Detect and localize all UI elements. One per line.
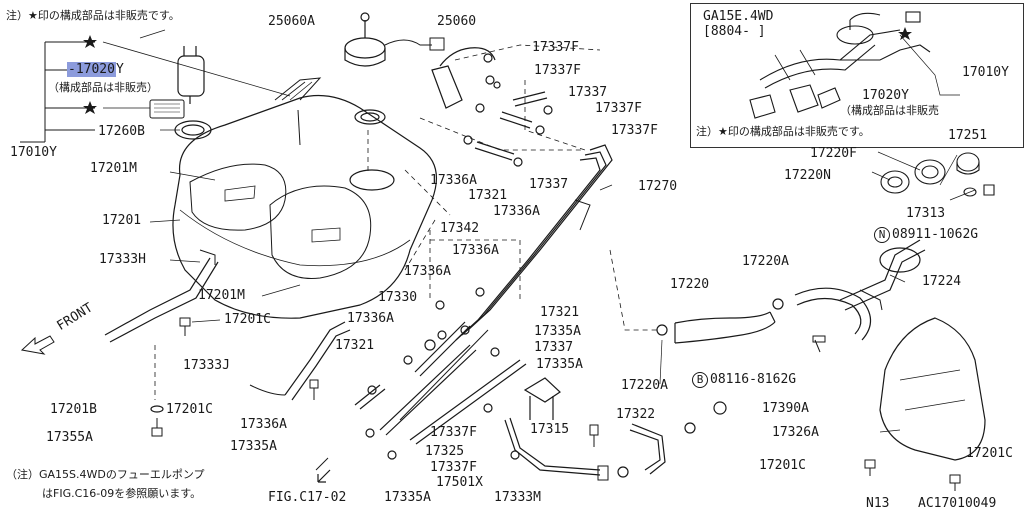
part-label-17337-3[interactable]: 17337: [534, 340, 574, 355]
image-code: AC17010049: [918, 496, 997, 510]
part-label-17336a-2[interactable]: 17336A: [493, 204, 540, 219]
note-ga15s-pump: （注）GA15S.4WDのフューエルポンプ: [6, 468, 205, 481]
part-label-17337f-4[interactable]: 17337F: [611, 123, 658, 138]
part-label-17201m-2[interactable]: 17201M: [198, 288, 245, 303]
part-label-17321-1[interactable]: 17321: [468, 188, 508, 203]
part-label-17224[interactable]: 17224: [922, 274, 962, 289]
part-label-17201c-2[interactable]: 17201C: [166, 402, 213, 417]
part-label-17336a-4[interactable]: 17336A: [404, 264, 451, 279]
part-label-17326a[interactable]: 17326A: [772, 425, 819, 440]
part-label-17337-1[interactable]: 17337: [568, 85, 608, 100]
part-label-17335a-4[interactable]: 17335A: [384, 490, 431, 505]
note-fig-reference: はFIG.C16-09を参照願います。: [42, 487, 202, 500]
part-label-17321-2[interactable]: 17321: [540, 305, 580, 320]
callout-n-icon: N: [874, 227, 890, 243]
part-label-17201m-1[interactable]: 17201M: [90, 161, 137, 176]
part-label-17337f-6[interactable]: 17337F: [430, 460, 477, 475]
part-label-25060[interactable]: 25060: [437, 14, 477, 29]
part-label-17333j[interactable]: 17333J: [183, 358, 230, 373]
part-label-17342[interactable]: 17342: [440, 221, 480, 236]
part-label-17325[interactable]: 17325: [425, 444, 465, 459]
part-label-17337f-5[interactable]: 17337F: [430, 425, 477, 440]
part-label-17330[interactable]: 17330: [378, 290, 418, 305]
part-label-17313[interactable]: 17313: [906, 206, 946, 221]
part-label-17321-3[interactable]: 17321: [335, 338, 375, 353]
inset-date-range: [8804- ]: [703, 24, 766, 39]
part-label-17333m[interactable]: 17333M: [494, 490, 541, 505]
part-label-17337f-2[interactable]: 17337F: [534, 63, 581, 78]
inset-star-note: 注）★印の構成部品は非販売です。: [696, 125, 870, 138]
page-code: N13: [866, 496, 890, 510]
note-subassy-not-sold: （構成部品は非販売）: [48, 81, 158, 94]
part-label-17201b[interactable]: 17201B: [50, 402, 97, 417]
inset-subassy-note: （構成部品は非販売: [840, 104, 939, 117]
part-label-17220f[interactable]: 17220F: [810, 146, 857, 161]
fig-c17-02-link[interactable]: FIG.C17-02: [268, 490, 347, 505]
part-label-17315[interactable]: 17315: [530, 422, 570, 437]
part-label-17336a-3[interactable]: 17336A: [452, 243, 499, 258]
part-label-17337-2[interactable]: 17337: [529, 177, 569, 192]
part-label-17336a-6[interactable]: 17336A: [240, 417, 287, 432]
inset-model-label: GA15E.4WD: [703, 9, 774, 24]
part-label-17220n[interactable]: 17220N: [784, 168, 831, 183]
part-label-17010y[interactable]: 17010Y: [10, 145, 57, 160]
part-label-17337f-1[interactable]: 17337F: [532, 40, 579, 55]
part-label-17335a-2[interactable]: 17335A: [536, 357, 583, 372]
callout-b-icon: B: [692, 372, 708, 388]
part-label-25060a[interactable]: 25060A: [268, 14, 315, 29]
part-label-17201c-3[interactable]: 17201C: [759, 458, 806, 473]
part-label-17337f-3[interactable]: 17337F: [595, 101, 642, 116]
part-label-17260b[interactable]: 17260B: [98, 124, 145, 139]
part-label-17220[interactable]: 17220: [670, 277, 710, 292]
note-star-not-sold: 注）★印の構成部品は非販売です。: [6, 9, 180, 22]
part-label-17390a[interactable]: 17390A: [762, 401, 809, 416]
part-label-17336a-1[interactable]: 17336A: [430, 173, 477, 188]
part-label-17201c-4[interactable]: 17201C: [966, 446, 1013, 461]
part-label-17220a-2[interactable]: 17220A: [621, 378, 668, 393]
part-label-17020y[interactable]: -17020Y: [67, 62, 124, 77]
part-label-17201c-1[interactable]: 17201C: [224, 312, 271, 327]
part-label-17355a[interactable]: 17355A: [46, 430, 93, 445]
part-label-17333h[interactable]: 17333H: [99, 252, 146, 267]
part-label-17270[interactable]: 17270: [638, 179, 678, 194]
part-label-17335a-1[interactable]: 17335A: [534, 324, 581, 339]
part-label-17020y-inset[interactable]: 17020Y: [862, 88, 909, 103]
part-label-17220a-1[interactable]: 17220A: [742, 254, 789, 269]
part-label-17010y-inset[interactable]: 17010Y: [962, 65, 1009, 80]
part-label-17501x[interactable]: 17501X: [436, 475, 483, 490]
part-label-17322[interactable]: 17322: [616, 407, 656, 422]
part-label-17251[interactable]: 17251: [948, 128, 988, 143]
part-label-17336a-5[interactable]: 17336A: [347, 311, 394, 326]
part-label-17201[interactable]: 17201: [102, 213, 142, 228]
part-label-17335a-3[interactable]: 17335A: [230, 439, 277, 454]
